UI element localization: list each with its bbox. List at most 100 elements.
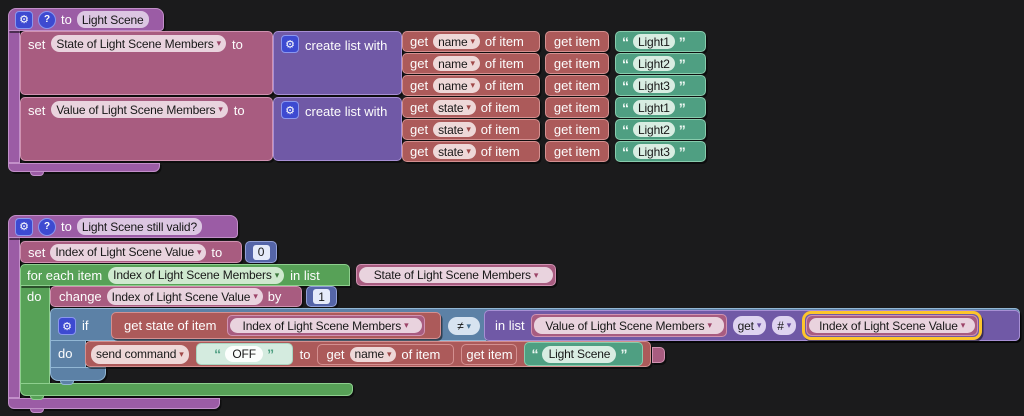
variable-get-block[interactable]: Value of Light Scene Members▾	[530, 314, 727, 337]
variable-dropdown[interactable]: Index of Light Scene Value▾	[809, 318, 976, 333]
get-mode-dropdown[interactable]: get▾	[732, 316, 767, 335]
field-dropdown[interactable]: state▾	[433, 100, 476, 115]
get-name-of-item-block[interactable]: get name▾ of item	[402, 75, 540, 96]
text-field[interactable]: Light2	[633, 122, 675, 137]
field-dropdown[interactable]: state▾	[433, 144, 476, 159]
text-block[interactable]: “ Light2 ”	[615, 53, 706, 74]
get-state-of-item-block[interactable]: get state▾ of item	[402, 97, 540, 118]
help-icon[interactable]: ?	[38, 10, 56, 29]
gear-glyph: ⚙	[285, 38, 295, 51]
number-block[interactable]: 0	[245, 241, 277, 263]
change-var-block[interactable]: change Index of Light Scene Value▾ by	[50, 286, 302, 307]
get-state-of-item-block[interactable]: get state▾ of item	[402, 119, 540, 140]
get-item-block[interactable]: get item	[545, 75, 609, 96]
text-block[interactable]: “ Light1 ”	[615, 31, 706, 52]
text-field[interactable]: Light2	[633, 56, 675, 71]
text-field[interactable]: Light1	[633, 34, 675, 49]
proc2-bottom-foot[interactable]	[8, 398, 220, 409]
in-list-get-block[interactable]: in list Value of Light Scene Members▾ ge…	[484, 310, 1020, 341]
text-shadow-block[interactable]: “ OFF ”	[195, 343, 293, 365]
help-icon[interactable]: ?	[38, 217, 56, 236]
proc2-header-block[interactable]: ⚙ ? to Light Scene still valid?	[8, 215, 238, 238]
text-block[interactable]: “ Light3 ”	[615, 75, 706, 96]
get-state-of-item-block[interactable]: get state▾ of item	[402, 141, 540, 162]
if-block[interactable]: ⚙ if get state of item Index of Light Sc…	[50, 308, 1020, 341]
change-var-field[interactable]: Index of Light Scene Value▾	[106, 288, 263, 305]
create-list-block-2[interactable]: ⚙ create list with	[273, 97, 402, 161]
selected-block-highlight[interactable]: Index of Light Scene Value▾	[802, 311, 983, 340]
foreach-bottom-foot[interactable]	[20, 383, 353, 396]
text-block[interactable]: “ Light1 ”	[615, 97, 706, 118]
get-item-block[interactable]: get item	[545, 119, 609, 140]
text-field[interactable]: Light3	[633, 78, 675, 93]
set-value-block[interactable]: set Value of Light Scene Members ▾ to	[20, 97, 273, 161]
get-state-of-item-block[interactable]: get state of item Index of Light Scene M…	[111, 312, 441, 339]
variable-dropdown[interactable]: Index of Light Scene Members▾	[229, 318, 422, 333]
get-item-block[interactable]: get item	[545, 31, 609, 52]
set-index-block[interactable]: set Index of Light Scene Value▾ to	[20, 241, 242, 263]
get-item-block[interactable]: get item	[461, 343, 518, 365]
text-block[interactable]: “ Light2 ”	[615, 119, 706, 140]
proc1-name-field[interactable]: Light Scene	[76, 11, 149, 28]
create-list-block-1[interactable]: ⚙ create list with	[273, 31, 402, 95]
send-command-block[interactable]: send command▾ “ OFF ” to get name▾ of it…	[85, 341, 651, 367]
get-item-block[interactable]: get item	[545, 97, 609, 118]
dropdown-arrow-icon: ▾	[404, 320, 409, 330]
variable-get-block-selected[interactable]: Index of Light Scene Value▾	[806, 315, 979, 336]
field-dropdown[interactable]: state▾	[433, 122, 476, 137]
proc1-header-block[interactable]: ⚙ ? to Light Scene	[8, 8, 164, 31]
variable-get-block[interactable]: Index of Light Scene Members▾	[226, 315, 425, 336]
proc2-name-field[interactable]: Light Scene still valid?	[76, 218, 202, 235]
foreach-header-block[interactable]: for each item Index of Light Scene Membe…	[20, 264, 350, 286]
field-dropdown[interactable]: name▾	[433, 78, 480, 93]
gear-icon[interactable]: ⚙	[281, 35, 299, 53]
gear-icon[interactable]: ⚙	[15, 10, 33, 29]
text-field[interactable]: Light1	[633, 100, 675, 115]
text-block[interactable]: “ Light Scene ”	[524, 342, 644, 366]
field-value: state	[438, 122, 464, 137]
foreach-next-tab	[30, 395, 44, 400]
get-name-of-item-block[interactable]: get name▾ of item	[317, 343, 455, 365]
if-do-spine[interactable]	[50, 340, 86, 368]
var-name: Value of Light Scene Members	[56, 102, 216, 117]
field-dropdown[interactable]: name▾	[349, 346, 397, 362]
send-command-dropdown[interactable]: send command▾	[91, 344, 189, 364]
get-name-of-item-block[interactable]: get name▾ of item	[402, 31, 540, 52]
proc1-left-spine[interactable]	[8, 29, 20, 163]
proc2-left-spine[interactable]	[8, 236, 20, 398]
variable-get-block[interactable]: State of Light Scene Members▾	[356, 264, 556, 286]
gear-icon[interactable]: ⚙	[58, 317, 76, 335]
variable-dropdown[interactable]: Value of Light Scene Members▾	[533, 317, 724, 334]
comparison-operator-dropdown[interactable]: ≠▾	[448, 317, 480, 335]
set-value-var-field[interactable]: Value of Light Scene Members ▾	[51, 101, 228, 118]
text-field[interactable]: OFF	[225, 346, 264, 362]
gear-icon[interactable]: ⚙	[281, 101, 299, 119]
number-field[interactable]: 0	[252, 244, 270, 260]
set-index-var-field[interactable]: Index of Light Scene Value▾	[50, 243, 207, 261]
proc1-bottom-foot[interactable]	[8, 163, 160, 172]
number-block[interactable]: 1	[306, 286, 337, 307]
get-name-of-item-block[interactable]: get name▾ of item	[402, 53, 540, 74]
var-name: State of Light Scene Members	[56, 36, 214, 51]
if-bottom-foot[interactable]	[50, 367, 106, 381]
field-dropdown[interactable]: name▾	[433, 34, 480, 49]
variable-dropdown[interactable]: State of Light Scene Members▾	[359, 267, 553, 283]
text-block[interactable]: “ Light3 ”	[615, 141, 706, 162]
index-mode-dropdown[interactable]: #▾	[772, 316, 797, 335]
set-state-block[interactable]: set State of Light Scene Members ▾ to	[20, 31, 273, 95]
text-field[interactable]: Light Scene	[542, 345, 617, 363]
of-item-label: of item	[484, 56, 524, 71]
loop-var-field[interactable]: Index of Light Scene Members▾	[108, 266, 285, 284]
field-dropdown[interactable]: name▾	[433, 56, 480, 71]
gear-icon[interactable]: ⚙	[15, 217, 33, 236]
operator-value: ≠	[457, 319, 464, 333]
text-field[interactable]: Light3	[633, 144, 675, 159]
number-field[interactable]: 1	[313, 289, 330, 304]
foreach-do-spine[interactable]	[20, 285, 50, 384]
get-item-block[interactable]: get item	[545, 53, 609, 74]
get-label: get	[410, 78, 429, 93]
get-item-block[interactable]: get item	[545, 141, 609, 162]
dropdown-arrow-icon: ▾	[386, 348, 392, 359]
set-state-var-field[interactable]: State of Light Scene Members ▾	[51, 35, 226, 52]
